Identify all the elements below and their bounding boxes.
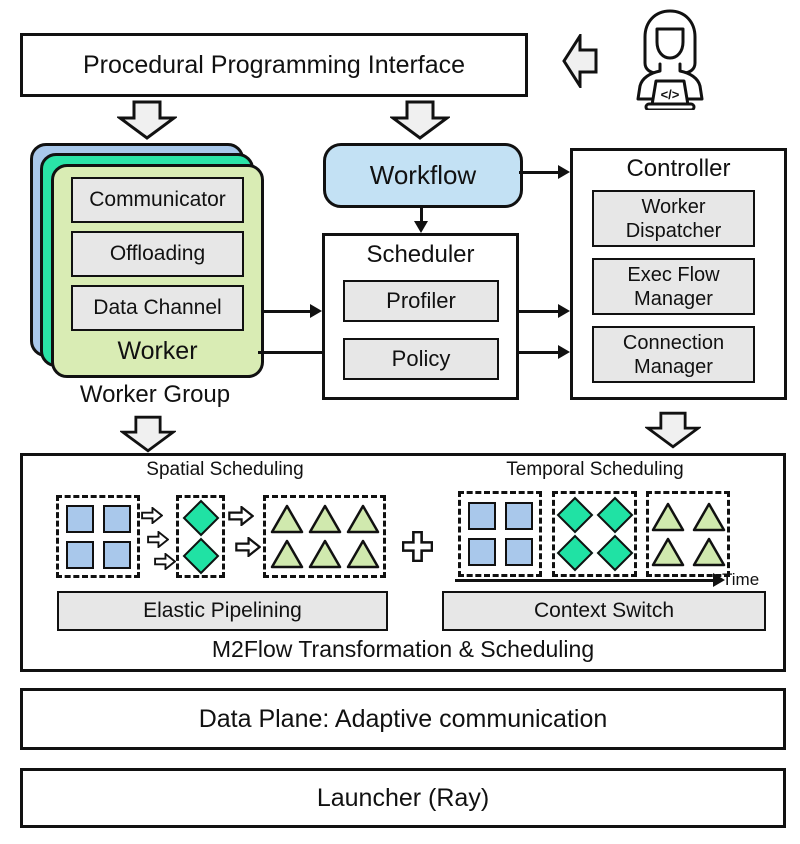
down-arrow-icon — [120, 415, 176, 453]
connector-scheduler-controller-lower — [519, 351, 558, 354]
module-connection-manager-label: Connection Manager — [622, 331, 725, 378]
triangle-shape — [270, 504, 303, 534]
arrowhead-icon — [310, 304, 322, 318]
worker-label: Worker — [117, 337, 198, 365]
arrowhead-icon — [558, 165, 570, 179]
diamond-shape — [596, 534, 634, 572]
diamond-shape — [182, 499, 220, 537]
module-connection-manager: Connection Manager — [592, 326, 755, 383]
triangle-shape — [308, 504, 341, 534]
module-profiler: Profiler — [343, 280, 499, 322]
developer-icon: </> — [636, 9, 704, 110]
temporal-stage-squares — [458, 491, 542, 577]
data-plane-box: Data Plane: Adaptive communication — [20, 688, 786, 750]
temporal-scheduling-label: Temporal Scheduling — [506, 459, 684, 480]
launcher-box: Launcher (Ray) — [20, 768, 786, 828]
procedural-programming-interface-label: Procedural Programming Interface — [82, 50, 466, 79]
diamond-shape — [556, 496, 594, 534]
temporal-stage-diamonds — [552, 491, 637, 577]
right-arrow-icon — [141, 507, 163, 524]
down-arrow-icon — [645, 411, 701, 449]
square-shape — [65, 540, 94, 569]
right-arrow-icon — [235, 537, 261, 557]
time-axis — [455, 579, 713, 582]
square-shape — [504, 502, 533, 530]
triangle-shape — [651, 502, 684, 531]
temporal-stage-triangles — [646, 491, 730, 577]
module-exec-flow-manager-label: Exec Flow Manager — [627, 263, 720, 310]
elastic-pipelining-bar: Elastic Pipelining — [57, 591, 388, 631]
connector-workflow-controller — [519, 171, 559, 174]
module-data-channel-label: Data Channel — [93, 296, 222, 320]
workflow-box: Workflow — [323, 143, 523, 208]
module-communicator: Communicator — [71, 177, 244, 223]
elastic-pipelining-label: Elastic Pipelining — [143, 599, 302, 623]
triangle-shape — [308, 539, 341, 569]
scheduler-title: Scheduler — [366, 241, 475, 268]
arrowhead-icon — [558, 304, 570, 318]
m2flow-title: M2Flow Transformation & Scheduling — [211, 636, 595, 662]
code-glyph: </> — [661, 87, 680, 102]
triangle-shape — [692, 537, 725, 566]
launcher-label: Launcher (Ray) — [316, 783, 490, 812]
module-worker-dispatcher-label: Worker Dispatcher — [625, 195, 722, 242]
module-worker-dispatcher: Worker Dispatcher — [592, 190, 755, 247]
controller-title: Controller — [626, 155, 731, 182]
arrowhead-icon — [713, 573, 725, 587]
connector-worker-scheduler — [262, 310, 310, 313]
square-shape — [467, 502, 496, 530]
module-offloading: Offloading — [71, 231, 244, 277]
spatial-stage-squares — [56, 495, 140, 578]
module-data-channel: Data Channel — [71, 285, 244, 331]
triangle-shape — [692, 502, 725, 531]
context-switch-bar: Context Switch — [442, 591, 766, 631]
time-label: Time — [722, 570, 760, 589]
arrowhead-icon — [558, 345, 570, 359]
worker-group-label: Worker Group — [79, 381, 231, 408]
module-exec-flow-manager: Exec Flow Manager — [592, 258, 755, 315]
developer-left-arrow-icon — [562, 34, 598, 88]
triangle-shape — [651, 537, 684, 566]
triangle-shape — [346, 539, 379, 569]
square-shape — [102, 540, 131, 569]
square-shape — [102, 504, 131, 533]
module-profiler-label: Profiler — [386, 287, 456, 313]
right-arrow-icon — [154, 553, 176, 570]
plus-icon — [402, 531, 433, 562]
module-policy: Policy — [343, 338, 499, 380]
square-shape — [65, 504, 94, 533]
spatial-scheduling-label: Spatial Scheduling — [146, 459, 304, 480]
module-policy-label: Policy — [391, 345, 451, 371]
connector-workflow-scheduler — [420, 208, 423, 223]
workflow-label: Workflow — [369, 160, 477, 190]
down-arrow-icon — [117, 100, 177, 140]
arrowhead-icon — [414, 221, 428, 233]
right-arrow-icon — [147, 531, 169, 548]
diamond-shape — [596, 496, 634, 534]
square-shape — [467, 538, 496, 566]
spatial-stage-triangles — [263, 495, 386, 578]
module-offloading-label: Offloading — [109, 242, 206, 266]
down-arrow-icon — [390, 100, 450, 140]
connector-worker-scheduler-lower — [258, 351, 322, 354]
triangle-shape — [270, 539, 303, 569]
triangle-shape — [346, 504, 379, 534]
procedural-programming-interface-box: Procedural Programming Interface — [20, 33, 528, 97]
diamond-shape — [556, 534, 594, 572]
square-shape — [504, 538, 533, 566]
module-communicator-label: Communicator — [89, 188, 226, 212]
connector-scheduler-controller-upper — [519, 310, 558, 313]
diamond-shape — [182, 537, 220, 575]
spatial-stage-diamonds — [176, 495, 225, 578]
data-plane-label: Data Plane: Adaptive communication — [198, 704, 608, 733]
right-arrow-icon — [228, 506, 254, 526]
context-switch-label: Context Switch — [533, 599, 675, 623]
